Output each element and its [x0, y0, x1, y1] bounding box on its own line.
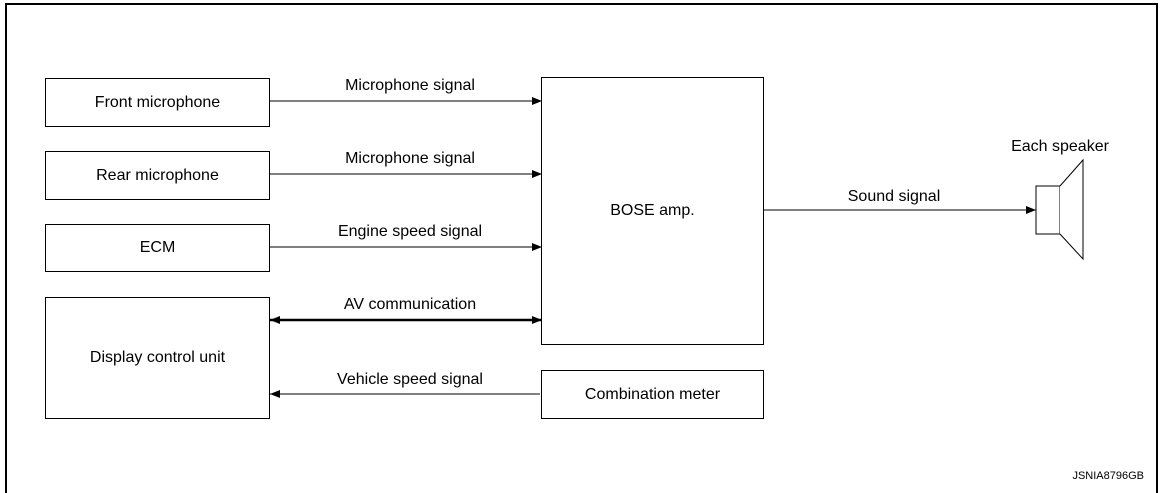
figure-code: JSNIA8796GB [1072, 470, 1144, 482]
microphone-signal-label-2: Microphone signal [345, 150, 475, 167]
display-control-unit-label: Display control unit [89, 349, 226, 366]
ecm-box: ECM [45, 224, 270, 272]
display-control-unit-box: Display control unit [45, 297, 270, 419]
combination-meter-box: Combination meter [541, 370, 764, 419]
sound-signal-label: Sound signal [847, 188, 941, 205]
front-microphone-box: Front microphone [45, 78, 270, 127]
av-communication-label: AV communication [343, 296, 477, 313]
rear-microphone-label: Rear microphone [96, 166, 219, 184]
bose-amp-label: BOSE amp. [610, 202, 695, 219]
vehicle-speed-signal-label: Vehicle speed signal [337, 371, 483, 388]
ecm-label: ECM [139, 239, 176, 256]
speaker-icon [1035, 158, 1084, 261]
diagram-frame [5, 3, 1158, 493]
each-speaker-label: Each speaker [1011, 138, 1109, 155]
rear-microphone-box: Rear microphone [45, 151, 270, 200]
front-microphone-label: Front microphone [94, 93, 221, 111]
bose-amp-box: BOSE amp. [541, 77, 764, 345]
engine-speed-signal-label: Engine speed signal [337, 223, 483, 240]
combination-meter-label: Combination meter [584, 385, 721, 403]
microphone-signal-label-1: Microphone signal [345, 77, 475, 94]
